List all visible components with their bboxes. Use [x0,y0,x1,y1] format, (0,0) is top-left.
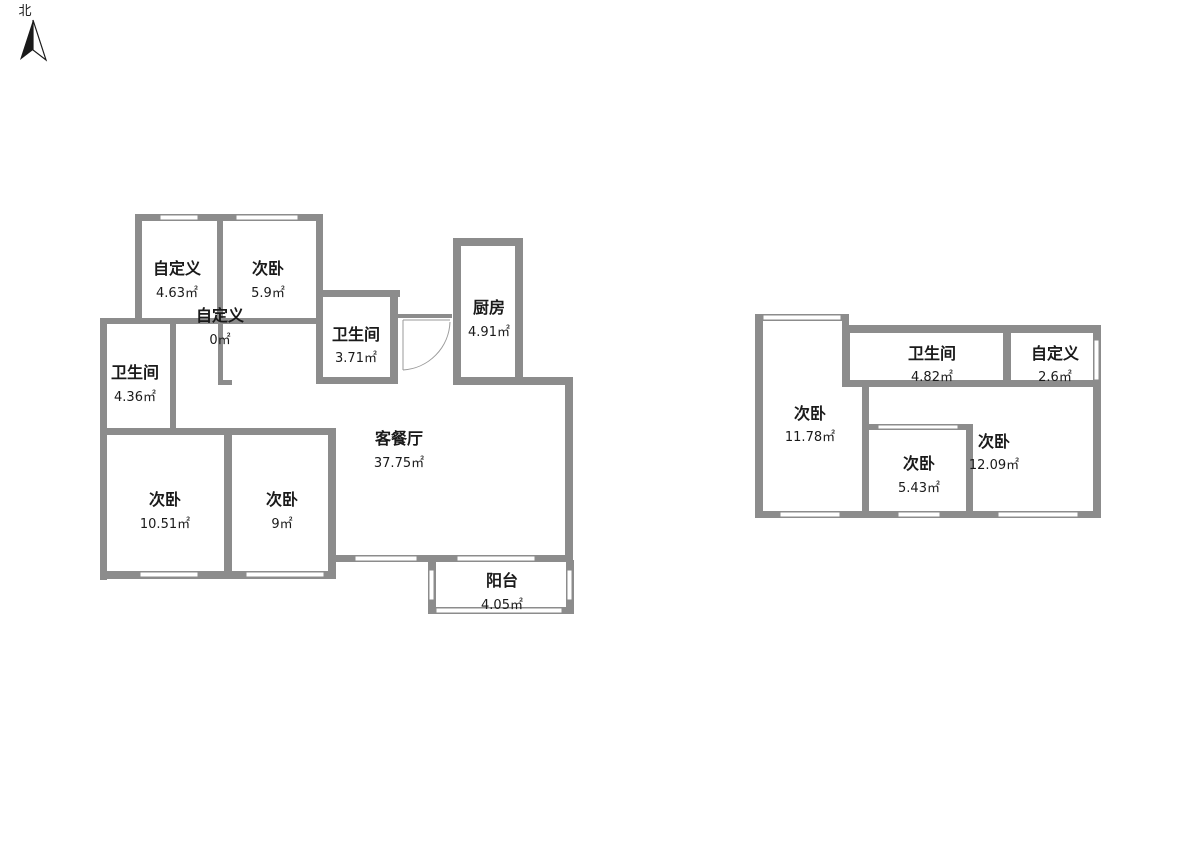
room-area: 9㎡ [271,517,292,532]
room-area: 37.75㎡ [374,456,424,471]
room-area: 5.43㎡ [898,481,940,496]
room-area: 2.6㎡ [1038,370,1072,385]
room-area: 12.09㎡ [969,458,1019,473]
compass: 北 [18,4,48,62]
room-bedroom-b: 次卧 10.51㎡ [140,490,190,532]
room-name: 卫生间 [332,325,380,344]
room-name: 次卧 [266,490,298,509]
room-area: 4.91㎡ [468,325,510,340]
room-bedroom-c: 次卧 9㎡ [266,490,298,532]
room-custom-a: 自定义 4.63㎡ [153,259,201,301]
room-name: 自定义 [153,259,201,278]
room-kitchen: 厨房 4.91㎡ [468,298,510,340]
room-custom-c: 自定义 2.6㎡ [1031,344,1079,385]
room-name: 次卧 [903,454,935,473]
room-area: 5.9㎡ [251,286,285,301]
room-custom-b: 自定义 0㎡ [196,306,244,348]
room-area: 4.05㎡ [481,598,523,613]
room-name: 次卧 [794,404,826,423]
room-area: 3.71㎡ [335,351,377,366]
plan-right-windows [762,314,1100,518]
room-name: 卫生间 [111,363,159,382]
room-area: 11.78㎡ [785,430,835,445]
room-balcony: 阳台 4.05㎡ [481,571,523,613]
room-area: 4.82㎡ [911,370,953,385]
room-name: 卫生间 [908,344,956,363]
room-area: 4.63㎡ [156,286,198,301]
room-name: 次卧 [252,259,284,278]
room-bedroom-f: 次卧 12.09㎡ [969,432,1019,473]
compass-label: 北 [18,4,31,19]
room-bedroom-d: 次卧 11.78㎡ [785,404,835,445]
room-name: 客餐厅 [375,429,423,448]
plan-left-windows [139,214,573,614]
room-bathroom-a: 卫生间 3.71㎡ [332,325,380,366]
room-living-dining: 客餐厅 37.75㎡ [374,429,424,471]
room-area: 0㎡ [209,333,230,348]
room-bedroom-e: 次卧 5.43㎡ [898,454,940,496]
door-swing-icon [402,319,451,371]
room-bedroom-a: 次卧 5.9㎡ [251,259,285,301]
room-bathroom-c: 卫生间 4.82㎡ [908,344,956,385]
room-name: 自定义 [1031,344,1079,363]
room-area: 10.51㎡ [140,517,190,532]
room-name: 次卧 [149,490,181,509]
room-name: 厨房 [473,298,505,317]
room-bathroom-b: 卫生间 4.36㎡ [111,363,159,405]
room-area: 4.36㎡ [114,390,156,405]
north-arrow-icon [20,19,48,62]
room-name: 阳台 [486,571,518,590]
room-name: 次卧 [978,432,1010,451]
room-name: 自定义 [196,306,244,325]
